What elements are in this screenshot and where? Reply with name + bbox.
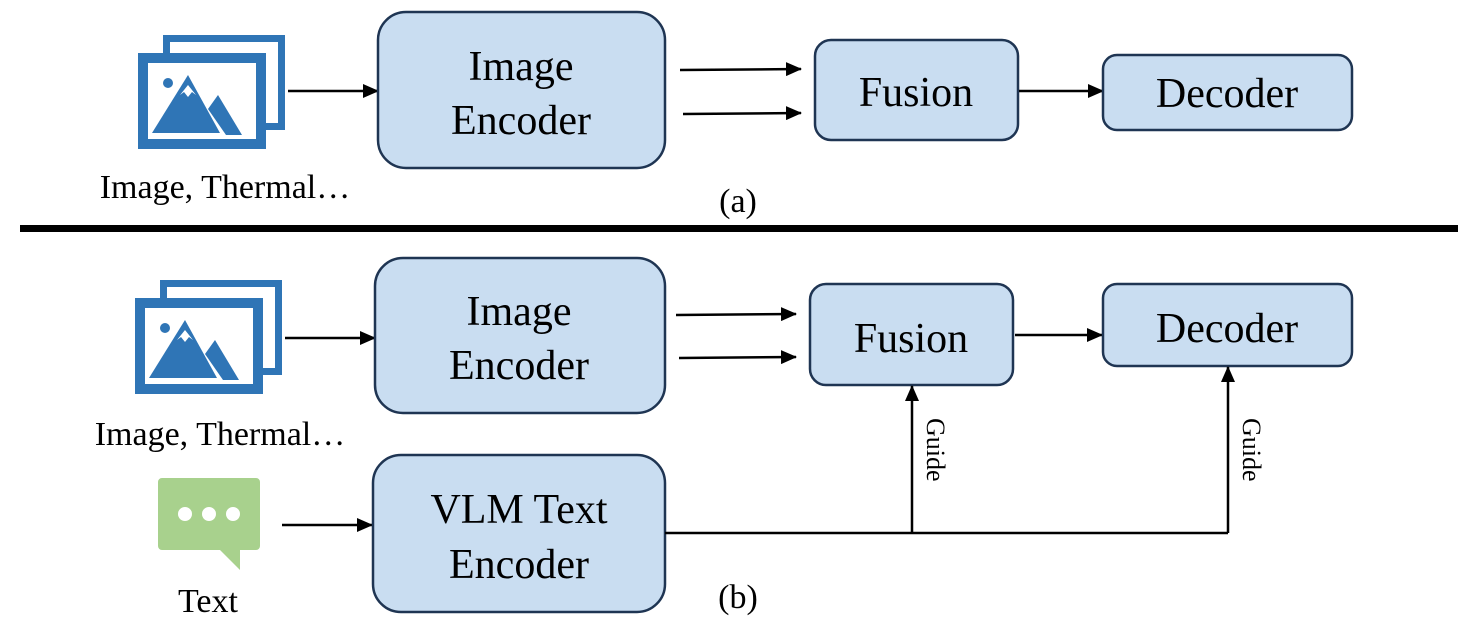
guide-label-fusion: Guide [921, 418, 950, 482]
panel-divider [20, 225, 1458, 232]
input-label: Image, Thermal… [95, 416, 346, 453]
text-encoder-box: VLM Text Encoder [371, 453, 667, 614]
image-encoder-box: Image Encoder [376, 10, 667, 170]
panel-a: Image, Thermal… Image Encoder Fusion Dec… [100, 10, 1354, 220]
image-encoder-box: Image Encoder [373, 256, 667, 415]
image-encoder-line-1: Image [467, 289, 572, 335]
arrow-encoder-to-fusion-1 [675, 307, 797, 322]
guide-label-decoder: Guide [1237, 418, 1266, 482]
decoder-label: Decoder [1156, 71, 1298, 117]
fusion-box: Fusion [813, 38, 1020, 142]
text-encoder-line-1: VLM Text [430, 487, 607, 533]
image-encoder-line-1: Image [469, 44, 574, 90]
arrow-encoder-to-fusion-2 [678, 350, 797, 365]
fusion-label: Fusion [854, 316, 968, 362]
decoder-box: Decoder [1101, 282, 1354, 368]
text-encoder-line-2: Encoder [449, 542, 589, 588]
caption-a: (a) [719, 183, 757, 220]
fusion-label: Fusion [859, 70, 973, 116]
image-stack-icon [138, 35, 285, 149]
image-encoder-line-2: Encoder [451, 98, 591, 144]
image-stack-icon [135, 280, 282, 394]
text-input-label: Text [178, 583, 238, 620]
chat-bubble-icon [158, 478, 260, 570]
arrow-encoder-to-fusion-2 [682, 106, 802, 121]
decoder-box: Decoder [1101, 53, 1354, 132]
arrow-encoder-to-fusion-1 [679, 62, 802, 77]
input-label: Image, Thermal… [100, 169, 351, 206]
image-encoder-line-2: Encoder [449, 343, 589, 389]
decoder-label: Decoder [1156, 306, 1298, 352]
caption-b: (b) [718, 579, 758, 616]
panel-b: Image, Thermal… Image Encoder Fusion Dec… [95, 256, 1354, 620]
fusion-box: Fusion [808, 282, 1015, 387]
